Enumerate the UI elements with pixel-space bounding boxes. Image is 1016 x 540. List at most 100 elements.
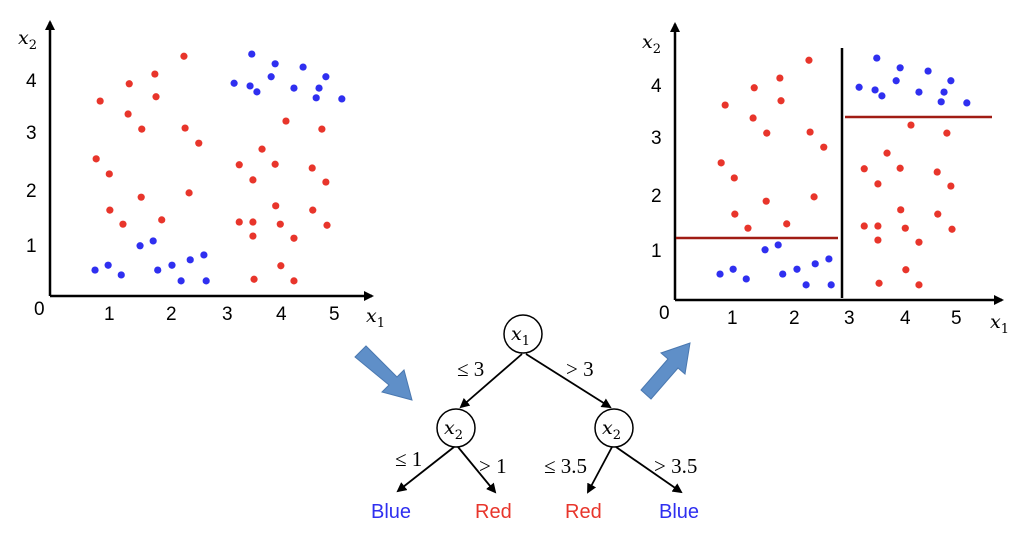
y-tick: 1 bbox=[651, 241, 662, 262]
blue-point bbox=[878, 92, 886, 100]
red-point bbox=[249, 232, 257, 240]
red-point bbox=[934, 210, 942, 218]
x-axis-label: x1 bbox=[990, 311, 1009, 337]
arrow-down-right-icon bbox=[354, 345, 413, 401]
red-point bbox=[138, 125, 146, 133]
red-point bbox=[933, 168, 941, 176]
red-point bbox=[805, 56, 813, 64]
blue-point bbox=[271, 60, 279, 68]
red-point bbox=[874, 236, 882, 244]
blue-point bbox=[761, 246, 769, 254]
red-point bbox=[277, 262, 285, 270]
edge bbox=[396, 446, 455, 493]
right-partitioned-plot: 0 1 2 3 4 5 1 2 3 4 x1 x2 bbox=[642, 22, 1009, 337]
blue-point bbox=[248, 50, 256, 58]
left-node-label: x2 bbox=[444, 417, 463, 443]
red-point bbox=[258, 145, 266, 153]
red-point bbox=[92, 155, 100, 163]
red-point bbox=[180, 52, 188, 60]
blue-point bbox=[802, 281, 810, 289]
red-point bbox=[777, 97, 785, 105]
left-scatter-plot: 0 1 2 3 4 5 1 2 3 4 x1 x2 bbox=[18, 20, 385, 331]
red-point bbox=[235, 161, 243, 169]
blue-point bbox=[230, 79, 238, 87]
blue-point bbox=[202, 277, 210, 285]
red-point bbox=[290, 277, 298, 285]
blue-point bbox=[168, 261, 176, 269]
x-tick: 4 bbox=[276, 304, 287, 325]
blue-point bbox=[186, 256, 194, 264]
leaf-red: Red bbox=[565, 501, 602, 523]
edge bbox=[525, 353, 612, 409]
origin-label: 0 bbox=[659, 303, 670, 324]
red-point bbox=[124, 110, 132, 118]
root-node-label: x1 bbox=[511, 323, 530, 349]
red-point bbox=[915, 238, 923, 246]
red-point bbox=[901, 224, 909, 232]
red-point bbox=[119, 220, 127, 228]
red-point bbox=[860, 222, 868, 230]
red-point bbox=[717, 159, 725, 167]
blue-point bbox=[200, 251, 208, 259]
red-point bbox=[874, 180, 882, 188]
red-point bbox=[860, 165, 868, 173]
blue-point bbox=[896, 64, 904, 72]
blue-point bbox=[742, 275, 750, 283]
y-tick: 3 bbox=[26, 123, 37, 144]
red-point bbox=[282, 117, 290, 125]
red-point bbox=[106, 206, 114, 214]
blue-point bbox=[825, 255, 833, 263]
blue-point bbox=[774, 241, 782, 249]
red-point bbox=[309, 206, 317, 214]
red-point bbox=[250, 275, 258, 283]
blue-point bbox=[312, 94, 320, 102]
red-point bbox=[158, 216, 166, 224]
left-points bbox=[91, 50, 346, 285]
y-axis-label: x2 bbox=[642, 31, 661, 57]
blue-point bbox=[315, 84, 323, 92]
edge bbox=[459, 353, 523, 409]
edge-label: ≤ 3 bbox=[457, 357, 484, 381]
blue-point bbox=[855, 83, 863, 91]
red-point bbox=[762, 197, 770, 205]
red-point bbox=[749, 114, 757, 122]
edge-label: > 3.5 bbox=[654, 454, 697, 478]
x-tick: 4 bbox=[900, 308, 911, 329]
red-point bbox=[810, 193, 818, 201]
edge bbox=[615, 446, 683, 494]
x-tick: 1 bbox=[104, 304, 115, 325]
edge bbox=[457, 446, 497, 494]
y-tick: 3 bbox=[651, 128, 662, 149]
blue-point bbox=[716, 270, 724, 278]
blue-point bbox=[149, 237, 157, 245]
red-point bbox=[308, 164, 316, 172]
red-point bbox=[731, 210, 739, 218]
blue-point bbox=[117, 271, 125, 279]
blue-point bbox=[915, 88, 923, 96]
red-point bbox=[271, 160, 279, 168]
blue-point bbox=[104, 261, 112, 269]
edge-label: > 1 bbox=[479, 454, 507, 478]
edge bbox=[587, 446, 613, 494]
blue-point bbox=[811, 260, 819, 268]
red-point bbox=[125, 80, 133, 88]
left-node bbox=[436, 408, 476, 448]
red-point bbox=[249, 176, 257, 184]
y-tick: 1 bbox=[26, 236, 37, 257]
red-point bbox=[185, 189, 193, 197]
red-point bbox=[883, 149, 891, 157]
blue-point bbox=[924, 67, 932, 75]
blue-point bbox=[871, 86, 879, 94]
leaf-red: Red bbox=[475, 501, 512, 523]
red-point bbox=[776, 74, 784, 82]
red-point bbox=[806, 128, 814, 136]
red-point bbox=[721, 101, 729, 109]
x-tick: 3 bbox=[844, 308, 855, 329]
red-point bbox=[820, 143, 828, 151]
x-tick: 5 bbox=[329, 304, 340, 325]
blue-point bbox=[246, 82, 254, 90]
right-node-label: x2 bbox=[602, 417, 621, 443]
red-point bbox=[948, 225, 956, 233]
blue-point bbox=[177, 277, 185, 285]
red-point bbox=[272, 202, 280, 210]
